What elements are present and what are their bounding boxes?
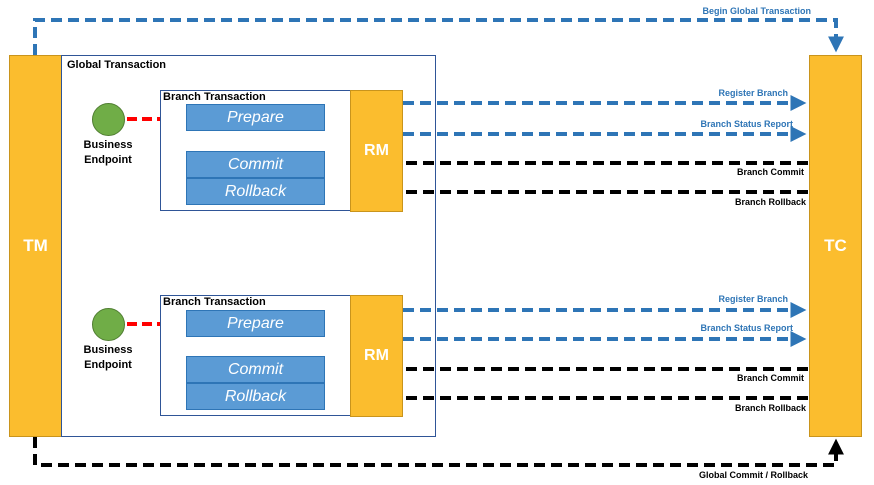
commit-label: Commit [227,360,284,378]
global-commit-label: Global Commit / Rollback [698,470,808,480]
branch-rollback-label: Branch Rollback [734,403,806,413]
global-commit-arrow [33,437,844,467]
branch-rollback-label: Branch Rollback [734,197,806,207]
begin-global-label: Begin Global Transaction [702,6,811,16]
business-endpoint-node [92,103,125,136]
global-transaction-box [61,55,436,437]
tm-label: TM [23,236,48,255]
rm-label: RM [364,347,389,364]
begin-global-arrow [33,18,844,55]
register-branch-label: Register Branch [718,294,788,304]
branch-commit-label: Branch Commit [736,167,804,177]
global-transaction-label: Global Transaction [67,59,167,71]
prepare-box: Prepare [186,310,325,337]
tm-bar: TM [9,55,62,437]
rm-box: RM [350,90,403,212]
commit-box: Commit [186,151,325,178]
register-branch-label: Register Branch [718,88,788,98]
rollback-box: Rollback [186,383,325,410]
tc-label: TC [824,236,847,255]
status-report-label: Branch Status Report [700,323,793,333]
business-endpoint-node [92,308,125,341]
commit-label: Commit [227,155,284,173]
commit-box: Commit [186,356,325,383]
tc-bar: TC [809,55,862,437]
rm-box: RM [350,295,403,417]
prepare-label: Prepare [227,314,284,332]
rm-label: RM [364,142,389,159]
status-report-label: Branch Status Report [700,119,793,129]
branch-transaction-label: Branch Transaction [163,91,266,103]
prepare-box: Prepare [186,104,325,131]
rollback-label: Rollback [224,182,287,200]
prepare-label: Prepare [227,108,284,126]
rollback-label: Rollback [224,387,287,405]
rollback-box: Rollback [186,178,325,205]
branch-transaction-label: Branch Transaction [163,296,266,308]
branch-commit-label: Branch Commit [736,373,804,383]
